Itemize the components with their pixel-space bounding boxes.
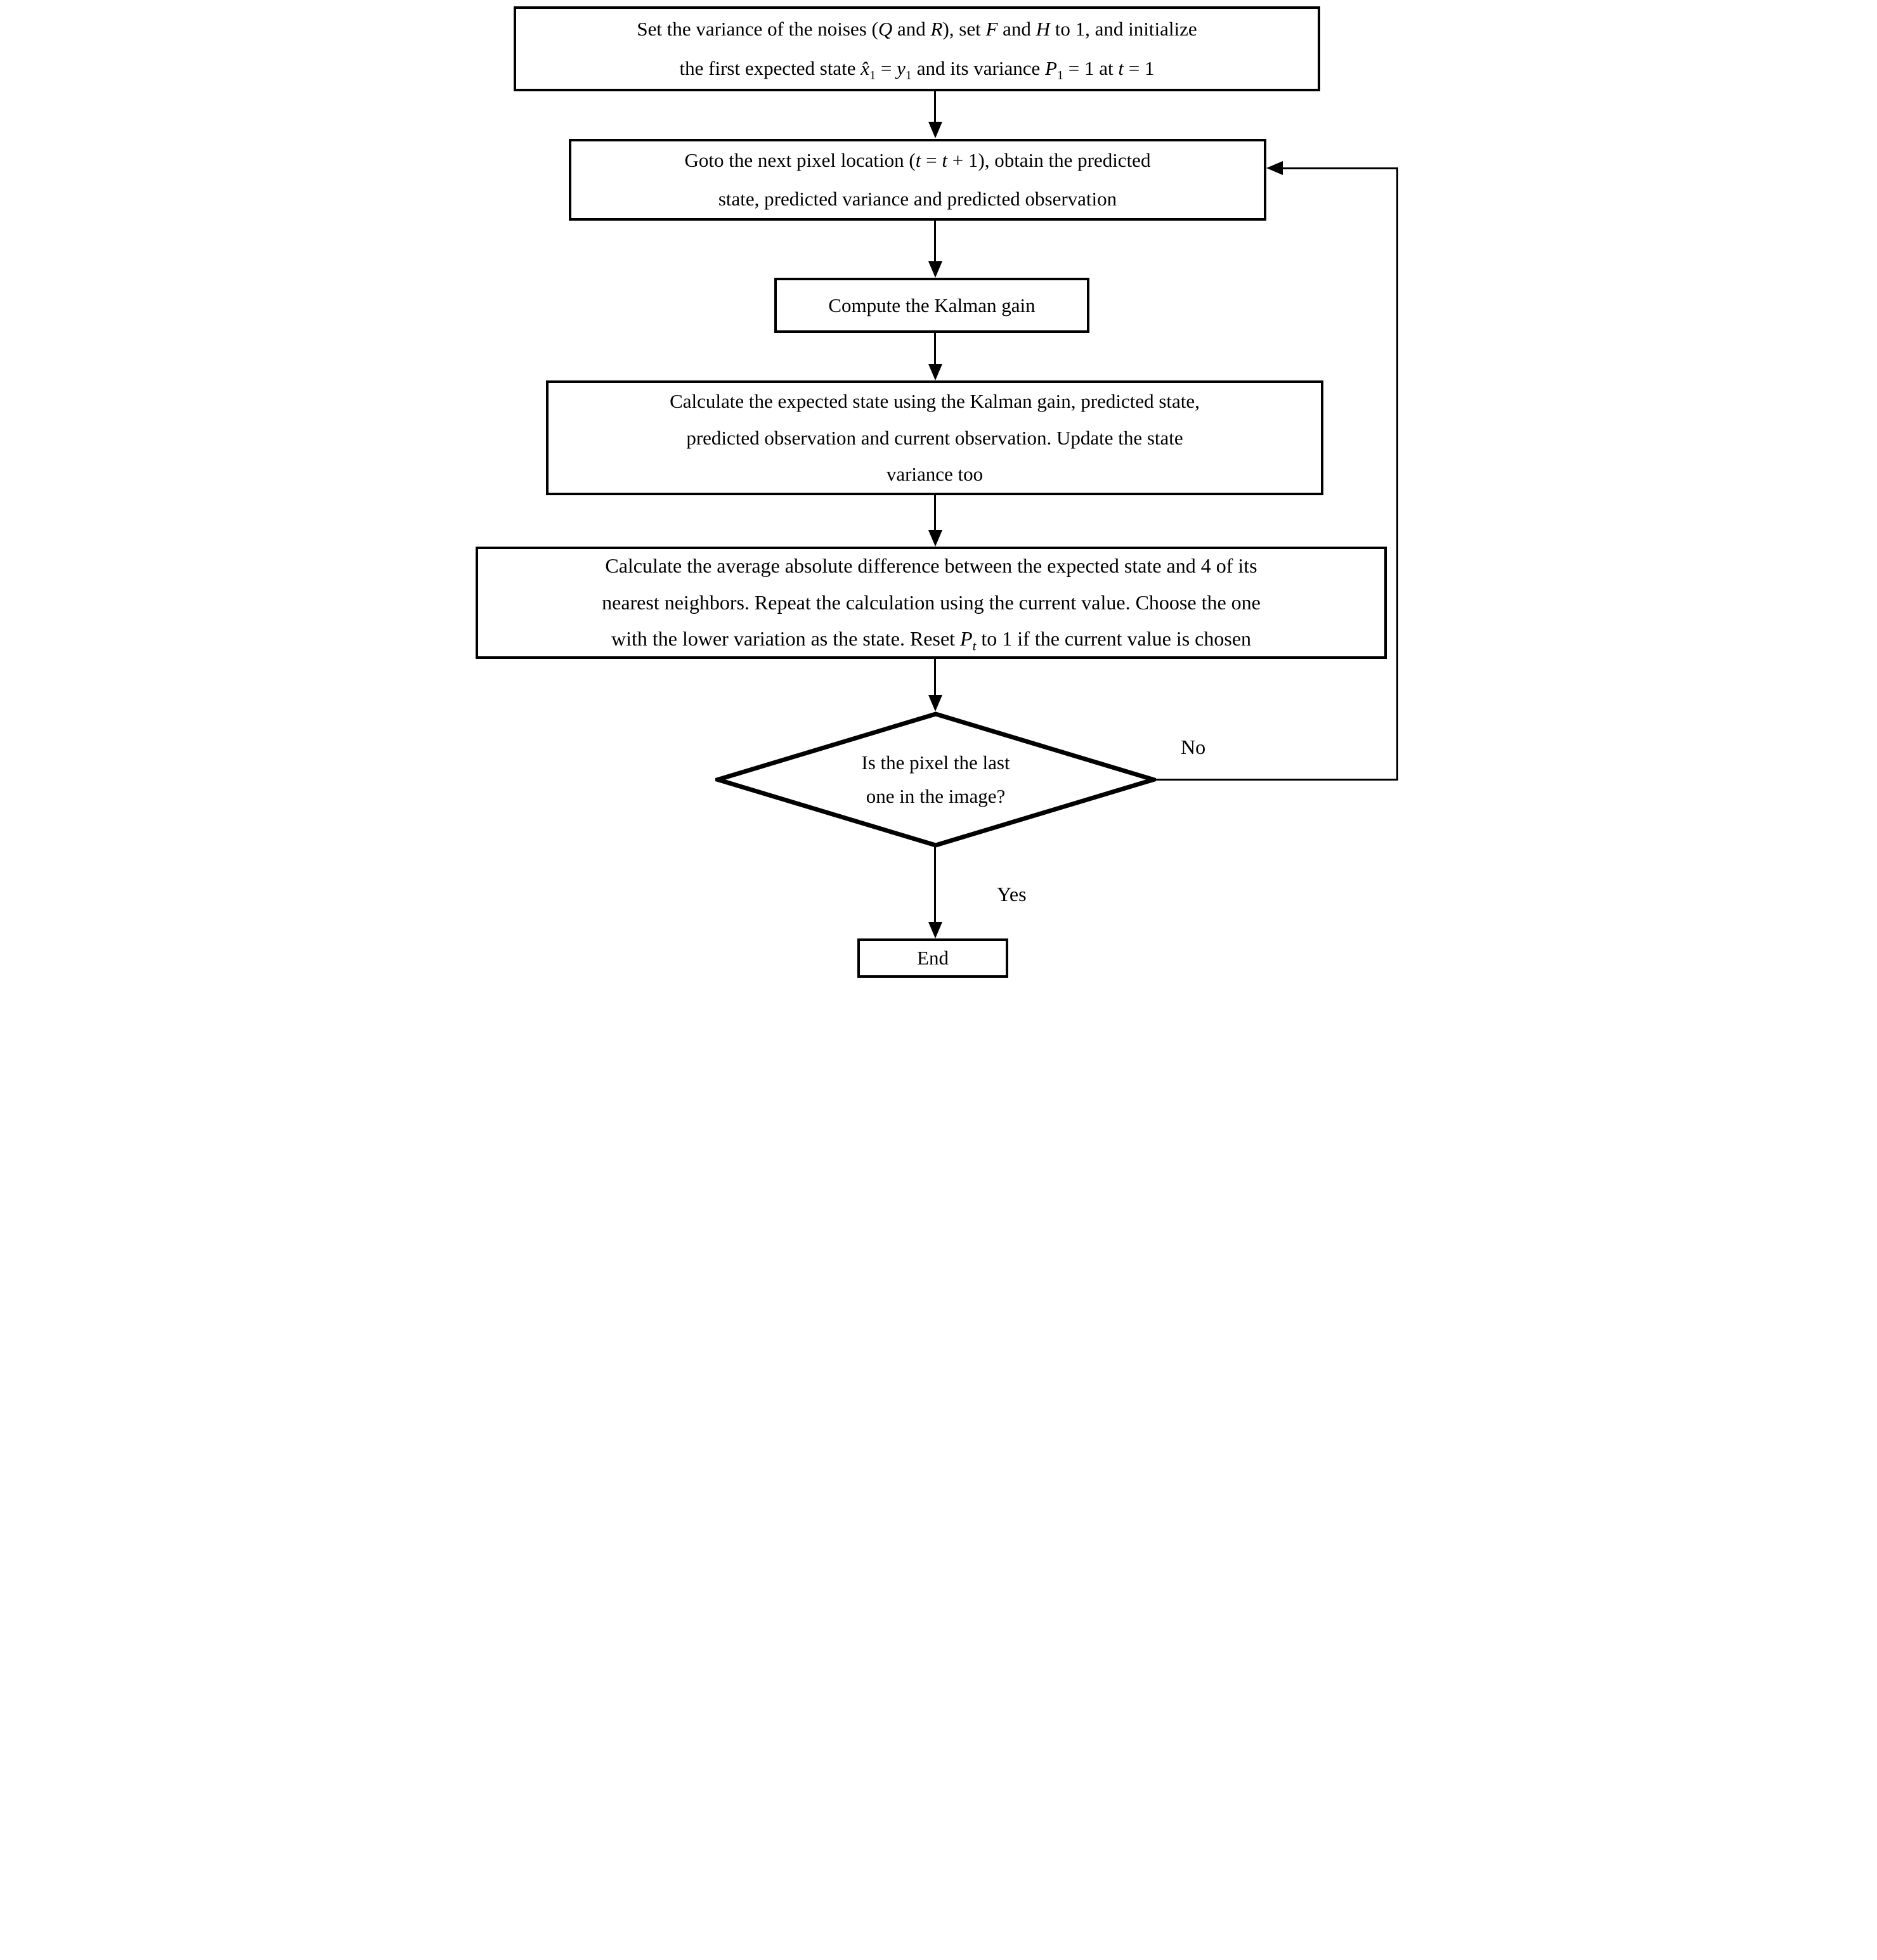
text-segment: P <box>960 627 973 651</box>
feedback-line-to-next-box <box>1283 167 1398 169</box>
text-line: one in the image? <box>866 780 1006 814</box>
text-segment: the first expected state <box>679 57 861 79</box>
text-segment: H <box>1036 18 1051 40</box>
connector-init-to-next <box>934 91 936 123</box>
text-line: Goto the next pixel location (t = t + 1)… <box>685 141 1151 179</box>
text-line: Is the pixel the last <box>861 746 1010 780</box>
arrowhead-down-icon <box>928 922 942 938</box>
text-segment: = 1 at <box>1063 57 1119 79</box>
flowchart-canvas: Set the variance of the noises (Q and R)… <box>469 0 1408 980</box>
text-segment: t <box>915 149 921 172</box>
text-segment: x̂ <box>861 57 870 79</box>
text-segment: t <box>942 149 947 172</box>
text-segment: = <box>876 57 897 79</box>
text-segment: and <box>997 18 1036 40</box>
text-line: Set the variance of the noises (Q and R)… <box>637 10 1197 49</box>
text-segment: P <box>1045 57 1057 79</box>
text-segment: R <box>930 18 943 40</box>
feedback-line-from-diamond <box>1153 779 1398 781</box>
connector-decision-to-end <box>934 847 936 922</box>
text-segment: ), set <box>942 18 986 40</box>
flow-box-kalman-gain: Compute the Kalman gain <box>774 278 1089 333</box>
end-label: End <box>917 947 949 969</box>
arrowhead-down-icon <box>928 261 942 278</box>
text-segment: Goto the next pixel location ( <box>684 149 916 172</box>
text-segment: with the lower variation as the state. R… <box>611 627 961 651</box>
arrowhead-down-icon <box>928 530 942 547</box>
text-segment: 1 <box>1056 68 1064 83</box>
text-segment: variance too <box>886 463 984 486</box>
text-segment: state, predicted variance and predicted … <box>718 187 1117 210</box>
connector-next-to-gain <box>934 221 936 261</box>
text-line: variance too <box>887 456 983 492</box>
connector-update-to-neighbor <box>934 495 936 530</box>
flow-box-neighbor-difference: Calculate the average absolute differenc… <box>476 547 1387 659</box>
arrowhead-down-icon <box>928 122 942 138</box>
text-segment: nearest neighbors. Repeat the calculatio… <box>602 590 1261 614</box>
text-segment: Calculate the expected state using the K… <box>670 390 1200 413</box>
connector-gain-to-update <box>934 333 936 364</box>
text-line: Calculate the average absolute differenc… <box>605 548 1257 585</box>
text-segment: and its variance <box>911 57 1045 79</box>
text-segment: F <box>985 18 998 40</box>
text-line: nearest neighbors. Repeat the calculatio… <box>602 585 1261 621</box>
edge-label-yes: Yes <box>997 883 1027 905</box>
connector-neighbor-to-decision <box>934 659 936 695</box>
text-line: with the lower variation as the state. R… <box>611 621 1251 658</box>
text-segment: 1 <box>869 68 876 83</box>
text-segment: = <box>921 149 942 172</box>
flow-box-update-state: Calculate the expected state using the K… <box>546 380 1323 495</box>
flow-box-initialize: Set the variance of the noises (Q and R)… <box>514 6 1320 91</box>
text-segment: Q <box>878 18 893 40</box>
flow-box-next-pixel: Goto the next pixel location (t = t + 1)… <box>569 139 1266 221</box>
text-line: the first expected state x̂1 = y1 and it… <box>680 49 1155 88</box>
text-segment: + 1), obtain the predicted <box>947 149 1151 172</box>
text-segment: Compute the Kalman gain <box>828 294 1036 316</box>
text-segment: y <box>897 57 906 79</box>
text-line: state, predicted variance and predicted … <box>718 180 1117 218</box>
text-line: Calculate the expected state using the K… <box>670 383 1200 419</box>
text-segment: = 1 <box>1124 57 1155 79</box>
text-segment: t <box>972 639 977 654</box>
text-segment: one in the image? <box>866 784 1006 807</box>
arrowhead-down-icon <box>928 695 942 711</box>
feedback-line-vertical <box>1396 167 1398 781</box>
arrowhead-left-icon <box>1266 161 1283 175</box>
text-line: predicted observation and current observ… <box>686 420 1183 456</box>
arrowhead-down-icon <box>928 364 942 380</box>
text-segment: t <box>1118 57 1124 79</box>
text-segment: 1 <box>905 68 912 83</box>
text-segment: Calculate the average absolute differenc… <box>605 554 1257 578</box>
decision-last-pixel-text: Is the pixel the last one in the image? <box>715 711 1156 848</box>
decision-diamond-shape <box>715 711 1156 848</box>
text-segment: Is the pixel the last <box>861 751 1010 774</box>
text-segment: to 1, and initialize <box>1050 18 1197 40</box>
text-segment: Set the variance of the noises ( <box>637 18 878 40</box>
text-line: Compute the Kalman gain <box>828 292 1035 319</box>
edge-label-no: No <box>1181 736 1206 758</box>
text-segment: to 1 if the current value is chosen <box>976 627 1252 651</box>
text-segment: predicted observation and current observ… <box>686 426 1183 449</box>
decision-diamond-outline <box>715 711 1156 848</box>
text-segment: and <box>892 18 931 40</box>
flow-box-end: End <box>857 938 1008 978</box>
